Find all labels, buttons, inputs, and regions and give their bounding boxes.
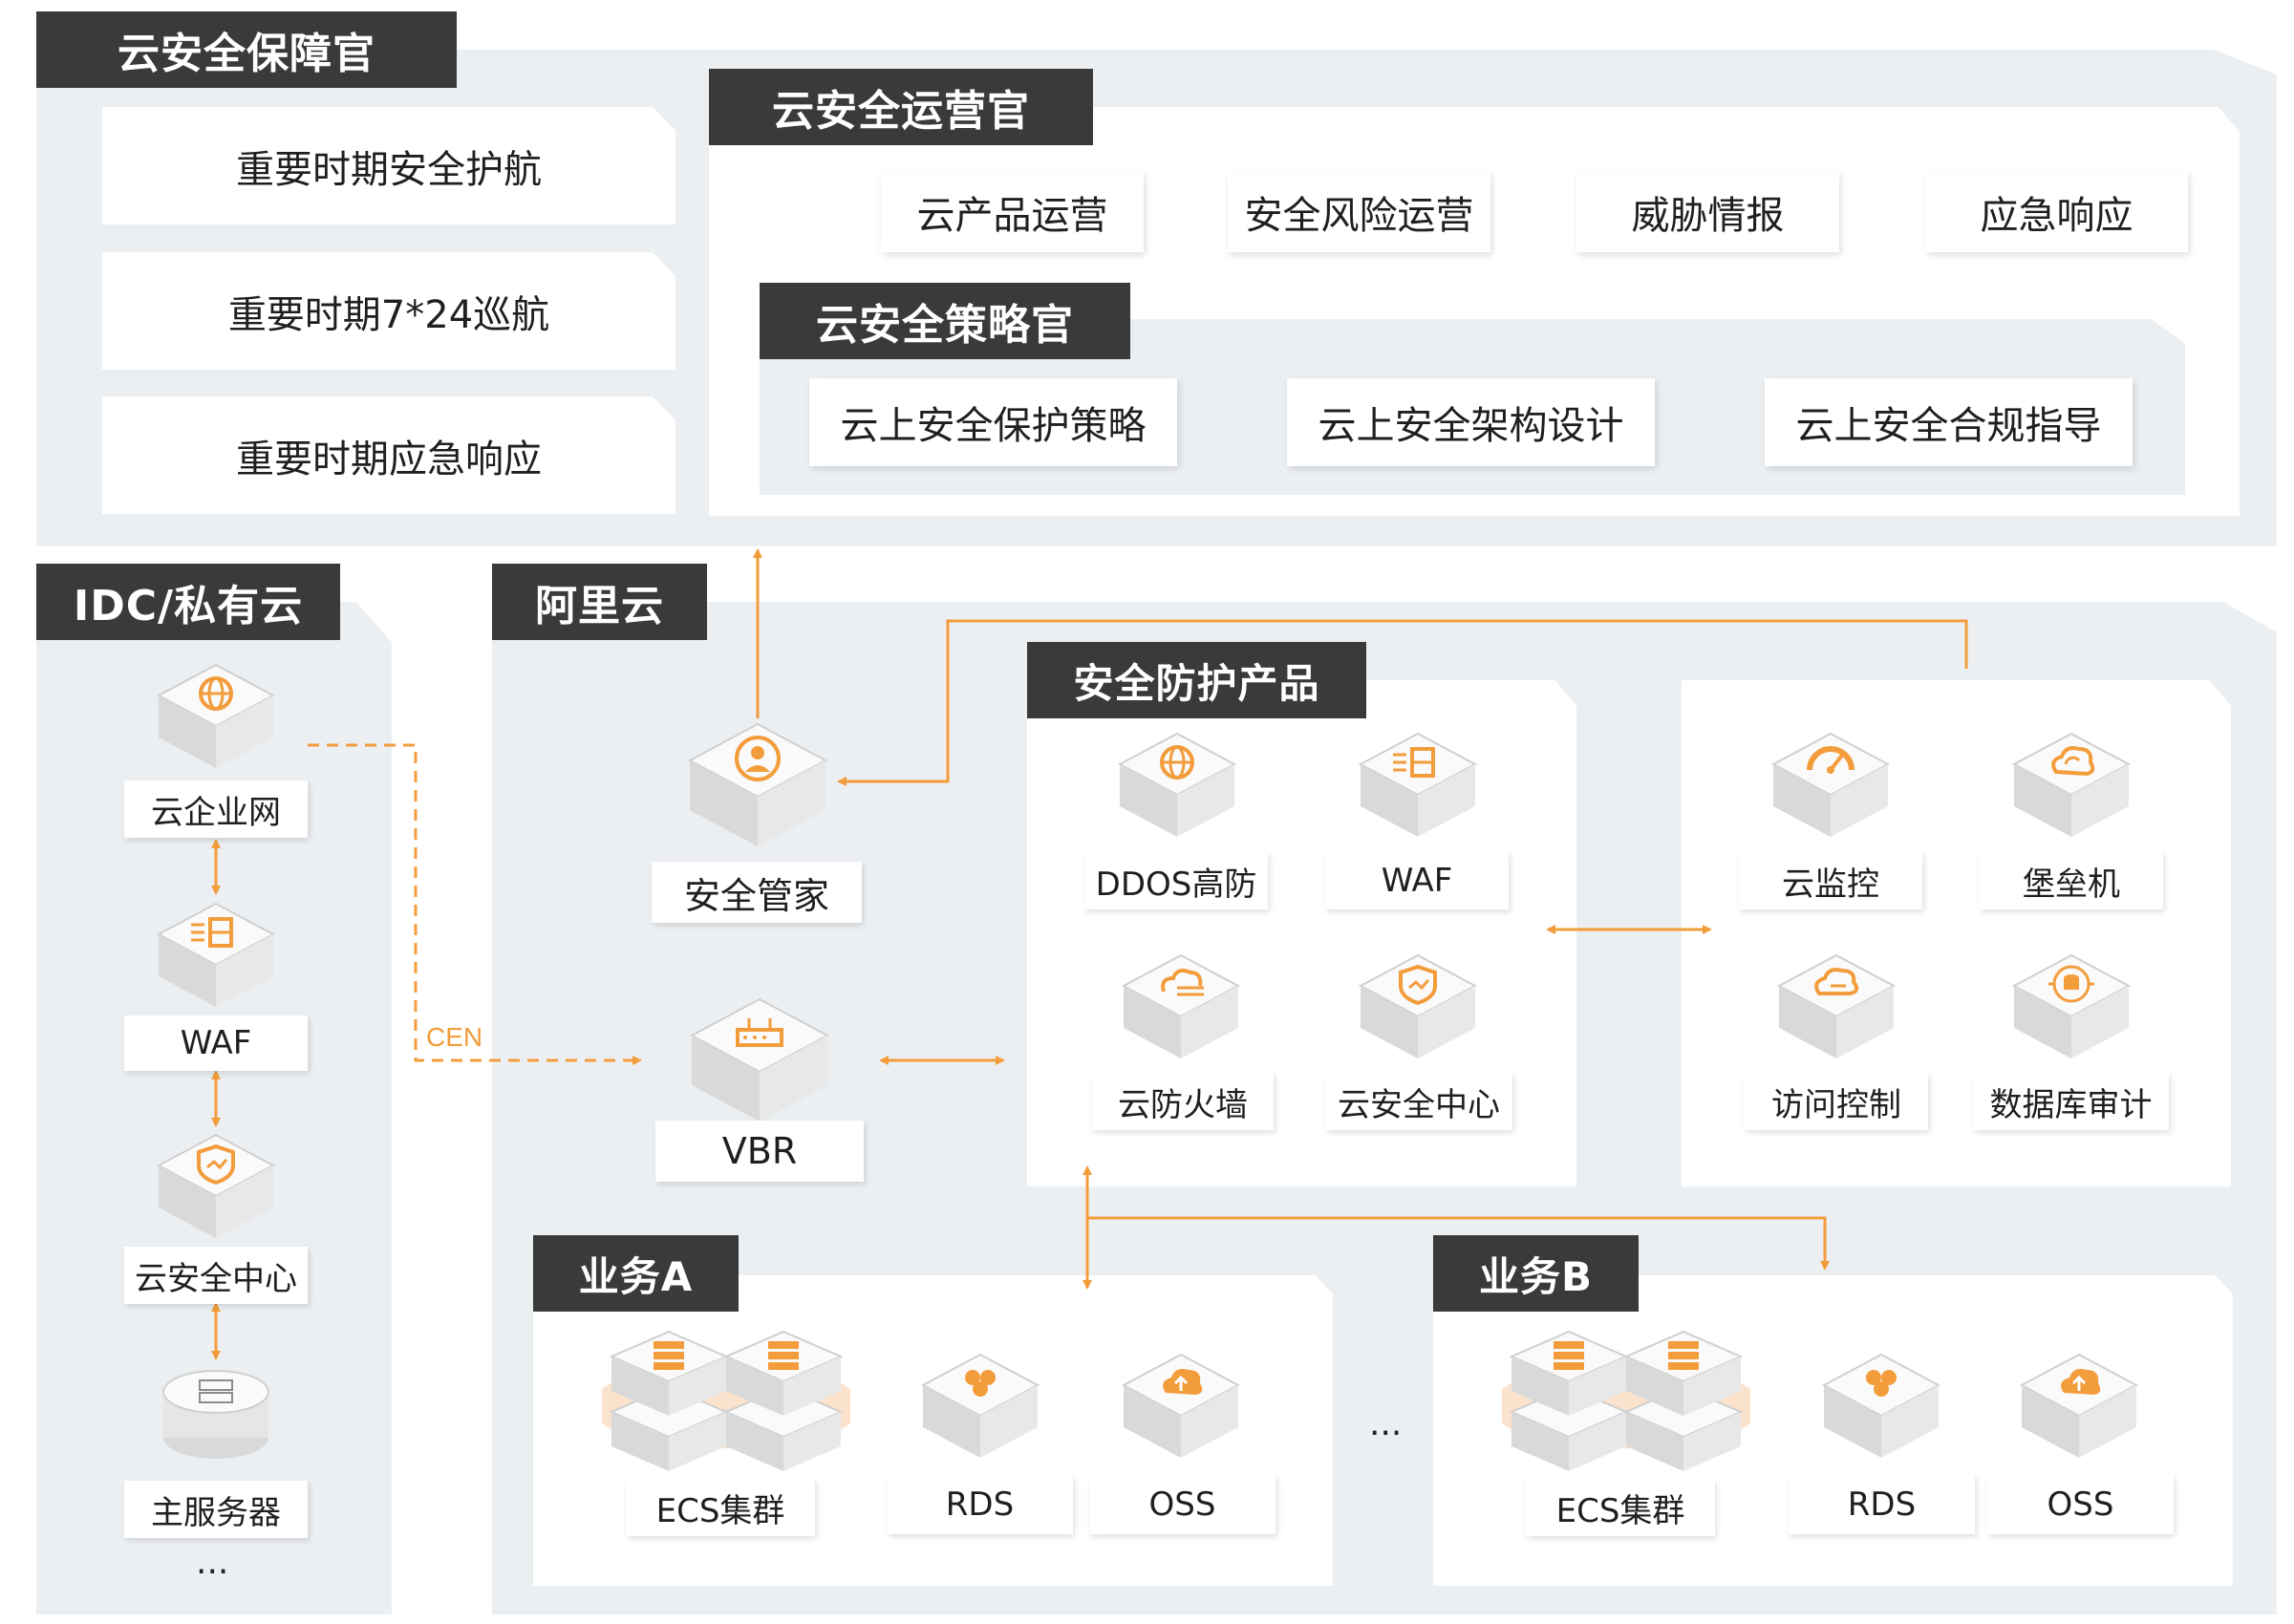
idc-more: ... — [196, 1543, 229, 1582]
operations-header: 云安全运营官 — [709, 69, 1093, 145]
idc-node-label: 云企业网 — [124, 780, 308, 838]
idc-node-label: WAF — [124, 1015, 308, 1071]
cloud-sync-icon — [2011, 732, 2132, 837]
database-cluster-icon — [920, 1353, 1040, 1458]
aliyun-header: 阿里云 — [492, 564, 707, 640]
server-stack-icon — [602, 1330, 850, 1471]
globe-network-icon — [156, 663, 276, 768]
cloud-storage-icon — [1121, 1353, 1241, 1458]
monitoring-item-label: 数据库审计 — [1973, 1073, 2169, 1130]
business-b-header: 业务B — [1433, 1235, 1639, 1312]
business-b-label: ECS集群 — [1526, 1479, 1715, 1536]
operations-item: 应急响应 — [1925, 172, 2188, 252]
router-icon — [689, 997, 830, 1122]
cloud-storage-icon — [2019, 1353, 2139, 1458]
guarantee-item: 重要时期安全护航 — [102, 107, 675, 224]
operations-item: 威胁情报 — [1576, 172, 1839, 252]
monitoring-item-label: 访问控制 — [1745, 1073, 1928, 1130]
business-a-header: 业务A — [533, 1235, 739, 1312]
security-manager-label: 安全管家 — [652, 862, 862, 923]
business-b-label: RDS — [1789, 1475, 1975, 1534]
firewall-wall-icon — [156, 902, 276, 1007]
cen-label: CEN — [426, 1022, 482, 1052]
guarantee-item: 重要时期7*24巡航 — [102, 252, 675, 370]
business-more: ... — [1369, 1404, 1403, 1443]
protection-item-label: 云防火墙 — [1092, 1073, 1274, 1130]
protection-item-label: DDOS高防 — [1084, 852, 1268, 909]
shield-check-icon — [1358, 953, 1478, 1058]
security-guarantee-header: 云安全保障官 — [36, 11, 457, 88]
database-target-icon — [2011, 953, 2132, 1058]
idc-node-label: 主服务器 — [124, 1481, 308, 1538]
protection-item-label: 云安全中心 — [1325, 1073, 1512, 1130]
monitoring-item-label: 堡垒机 — [1980, 852, 2163, 909]
idc-header: IDC/私有云 — [36, 564, 340, 640]
monitoring-item-label: 云监控 — [1739, 852, 1922, 909]
business-a-label: RDS — [887, 1475, 1073, 1534]
globe-shield-icon — [1117, 732, 1237, 837]
protection-item-label: WAF — [1325, 852, 1509, 909]
vbr-label: VBR — [655, 1121, 864, 1182]
firewall-wall-icon — [1358, 732, 1478, 837]
business-a-label: OSS — [1089, 1475, 1276, 1534]
business-b-label: OSS — [1987, 1475, 2174, 1534]
shield-check-icon — [156, 1133, 276, 1238]
strategy-item: 云上安全保护策略 — [809, 378, 1177, 466]
strategy-header: 云安全策略官 — [760, 283, 1130, 359]
operations-item: 云产品运营 — [881, 172, 1144, 252]
cloud-firewall-icon — [1121, 953, 1241, 1058]
business-a-label: ECS集群 — [626, 1479, 815, 1536]
gauge-icon — [1770, 732, 1891, 837]
database-cluster-icon — [1821, 1353, 1941, 1458]
cloud-key-icon — [1776, 953, 1897, 1058]
strategy-item: 云上安全架构设计 — [1287, 378, 1655, 466]
protection-header: 安全防护产品 — [1027, 642, 1366, 718]
server-stack-icon — [1502, 1330, 1750, 1471]
idc-node-label: 云安全中心 — [124, 1247, 308, 1304]
strategy-item: 云上安全合规指导 — [1765, 378, 2133, 466]
guarantee-item: 重要时期应急响应 — [102, 396, 675, 514]
operations-item: 安全风险运营 — [1228, 172, 1490, 252]
server-icon — [162, 1370, 269, 1459]
person-globe-icon — [687, 722, 828, 846]
